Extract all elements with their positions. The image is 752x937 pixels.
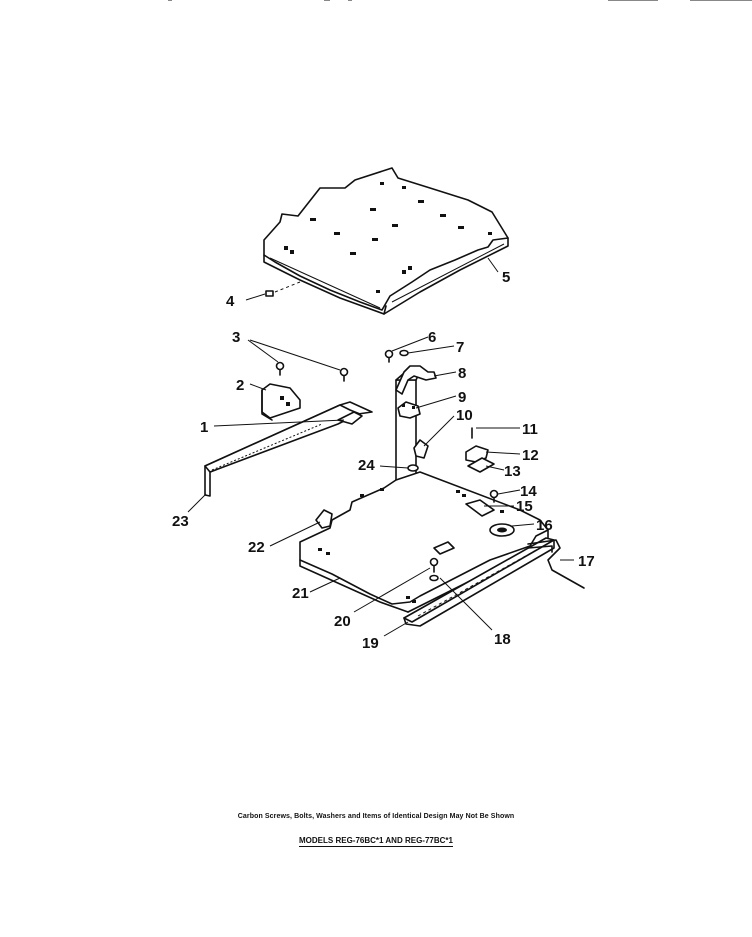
callout-7: 7	[456, 339, 464, 356]
callout-10: 10	[456, 407, 473, 424]
callout-20: 20	[334, 613, 351, 630]
part-17-rod	[527, 539, 585, 589]
part-7-washer	[399, 349, 409, 357]
callout-14: 14	[520, 483, 537, 500]
part-10-clip	[413, 439, 429, 459]
callout-3: 3	[232, 329, 240, 346]
part-5-top-panel	[263, 167, 509, 315]
callout-19: 19	[362, 635, 379, 652]
part-4-screw	[265, 281, 301, 297]
callout-17: 17	[578, 553, 595, 570]
callout-15: 15	[516, 498, 533, 515]
callout-6: 6	[428, 329, 436, 346]
callout-24: 24	[358, 457, 375, 474]
callout-2: 2	[236, 377, 244, 394]
part-3-screws	[275, 361, 349, 382]
part-8-strap	[395, 365, 437, 395]
callout-23: 23	[172, 513, 189, 530]
part-19-front-rail	[403, 537, 555, 627]
callout-4: 4	[226, 293, 235, 310]
part-6-screw	[384, 349, 394, 363]
callout-18: 18	[494, 631, 511, 648]
callout-22: 22	[248, 539, 265, 556]
part-2-bracket	[261, 383, 301, 421]
callout-21: 21	[292, 585, 309, 602]
leader-lines	[187, 257, 574, 637]
models-line-text: MODELS REG-76BC*1 AND REG-77BC*1	[299, 836, 453, 847]
footnote-text: Carbon Screws, Bolts, Washers and Items …	[237, 813, 515, 820]
callout-16: 16	[536, 517, 553, 534]
models-line: MODELS REG-76BC*1 AND REG-77BC*1	[0, 836, 752, 847]
part-15-bracket	[465, 499, 495, 517]
part-21-base-plate	[299, 471, 549, 613]
part-24-grommet	[407, 464, 419, 472]
callout-1: 1	[200, 419, 208, 436]
part-16-burner-cap	[489, 523, 515, 537]
callout-9: 9	[458, 389, 466, 406]
part-23-rail	[204, 401, 373, 497]
callout-11: 11	[522, 421, 538, 438]
callout-5: 5	[502, 269, 510, 286]
callout-13: 13	[504, 463, 521, 480]
part-22-clip	[315, 509, 333, 529]
callout-labels: 1 2 3 4 5 6 7 8 9 10 11 12 13 14 15 16 1…	[172, 269, 595, 652]
part-13-plate	[467, 457, 495, 473]
callout-8: 8	[458, 365, 466, 382]
part-18-screw	[429, 557, 439, 582]
callout-12: 12	[522, 447, 539, 464]
part-14-screw	[489, 489, 499, 503]
part-9-clip	[397, 401, 421, 419]
